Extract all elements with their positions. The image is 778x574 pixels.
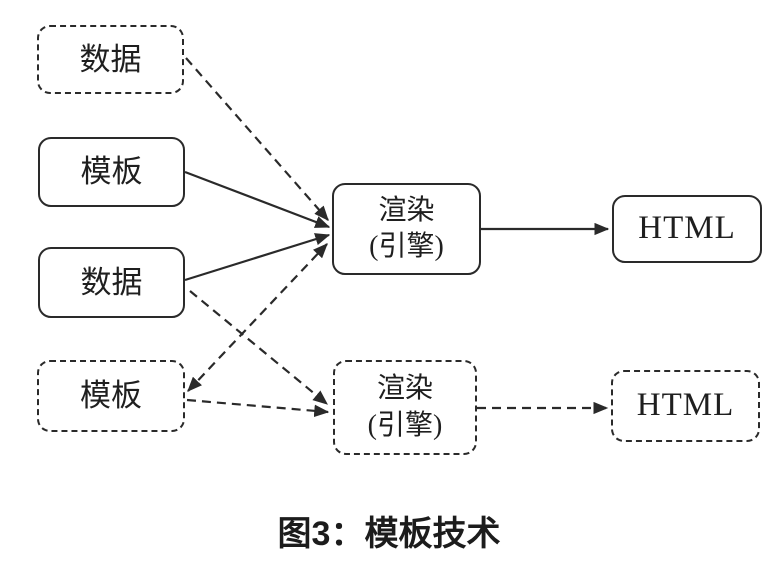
node-template-top: 模板	[38, 137, 185, 207]
node-data-top-label: 数据	[79, 41, 142, 77]
node-engine-top: 渲染 (引擎)	[332, 183, 481, 275]
edge-template-bottom-to-engine-top	[187, 243, 328, 392]
node-template-bottom-label: 模板	[80, 378, 142, 414]
edge-template-bottom-to-engine-bottom	[186, 398, 330, 418]
node-engine-bottom-label-line1: 渲染	[376, 373, 433, 405]
node-engine-bottom: 渲染 (引擎)	[333, 360, 477, 455]
edge-data-mid-to-engine-top	[184, 233, 331, 282]
node-data-top: 数据	[37, 25, 184, 94]
node-template-bottom: 模板	[37, 360, 185, 432]
node-engine-top-label-line2: (引擎)	[369, 231, 444, 262]
node-engine-top-label-line1: 渲染	[378, 194, 435, 226]
node-html-top-label: HTML	[638, 210, 736, 247]
node-data-mid-label: 数据	[80, 264, 143, 300]
figure-caption: 图3：模板技术	[277, 515, 501, 553]
edge-template-top-to-engine-top	[184, 170, 331, 229]
node-html-bottom-label: HTML	[636, 387, 735, 424]
node-data-mid: 数据	[38, 247, 185, 318]
node-engine-bottom-label-line2: (引擎)	[367, 409, 443, 441]
node-html-bottom: HTML	[611, 370, 760, 442]
node-template-top-label: 模板	[80, 154, 143, 190]
edge-data-top-to-engine-top	[185, 57, 329, 221]
edge-data-mid-to-engine-bottom	[189, 290, 328, 405]
node-html-top: HTML	[612, 195, 762, 263]
